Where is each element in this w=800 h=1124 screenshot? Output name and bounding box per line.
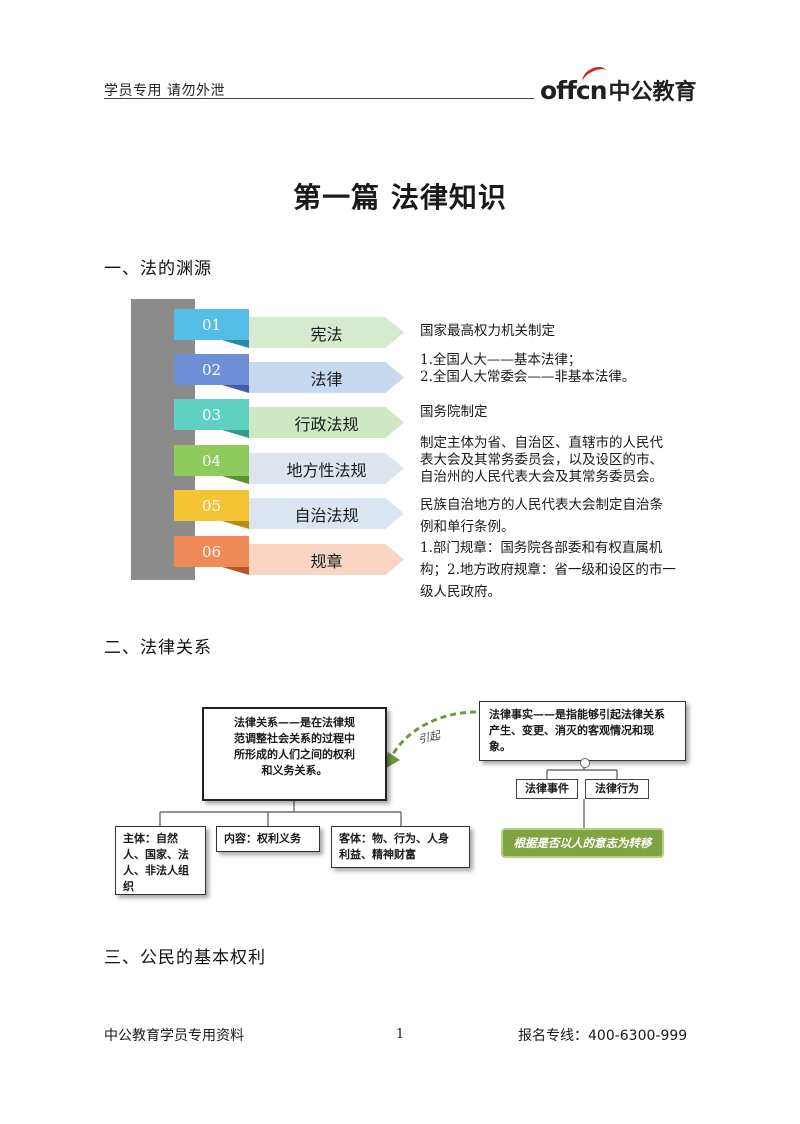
source-number-tab: 02 [174, 354, 249, 385]
section-heading-relations: 二、法律关系 [104, 638, 212, 658]
fact-box-line: 产生、变更、消灭的客观情况和现 [489, 724, 654, 737]
source-description-line: 1.部门规章：国务院各部委和有权直属机 [420, 540, 663, 556]
subject-box: 主体：自然 人、国家、法 人、非法人组 织 [115, 826, 206, 895]
fact-box-line: 法律事实——是指能够引起法律关系 [489, 708, 665, 721]
source-number-tab: 06 [174, 536, 249, 567]
subject-line: 主体：自然 [123, 832, 178, 845]
source-description-line: 2.全国人大常委会——非基本法律。 [420, 369, 636, 385]
source-description: 国务院制定 [420, 404, 488, 421]
source-tab-fold [222, 430, 249, 438]
fact-box-line: 象。 [489, 740, 511, 753]
source-description: 制定主体为省、自治区、直辖市的人民代表大会及其常务委员会，以及设区的市、自治州的… [420, 435, 663, 486]
source-tab-fold [222, 521, 249, 529]
source-type-arrow: 法律 [249, 362, 404, 393]
header-notice: 学员专用 请勿外泄 [104, 83, 225, 99]
source-tab-fold [222, 385, 249, 393]
section-heading-sources: 一、法的渊源 [104, 259, 212, 279]
source-type-arrow: 规章 [249, 544, 404, 575]
main-box-line: 范调整社会关系的过程中 [234, 732, 355, 745]
header-rule [104, 98, 534, 99]
subject-line: 织 [123, 880, 134, 893]
source-number-tab: 04 [174, 445, 249, 476]
source-description-line: 自治州的人民代表大会及其常务委员会。 [420, 469, 663, 485]
sources-diagram-sidebar [131, 299, 195, 580]
source-number-tab: 03 [174, 399, 249, 430]
footer-hotline: 报名专线：400-6300-999 [518, 1028, 688, 1044]
source-tab-fold [222, 476, 249, 484]
subject-line: 人、国家、法 [123, 848, 189, 861]
source-description-line: 表大会及其常务委员会，以及设区的市、 [420, 452, 663, 468]
criterion-banner: 根据是否以人的意志为转移 [503, 830, 662, 856]
object-line: 利益、精神财富 [339, 848, 416, 861]
section-heading-rights: 三、公民的基本权利 [104, 948, 266, 968]
source-type-arrow: 地方性法规 [249, 453, 404, 484]
object-box: 客体：物、行为、人身 利益、精神财富 [331, 826, 470, 868]
main-box-line: 和义务关系。 [261, 764, 328, 777]
source-description-line: 国务院制定 [420, 404, 488, 420]
source-description-line: 制定主体为省、自治区、直辖市的人民代 [420, 435, 663, 451]
legal-fact-definition: 法律事实——是指能够引起法律关系 产生、变更、消灭的客观情况和现 象。 [479, 701, 686, 761]
logo-cjk-text: 中公教育 [608, 80, 697, 105]
source-type-arrow: 自治法规 [249, 498, 404, 529]
legal-relation-definition: 法律关系——是在法律规 范调整社会关系的过程中 所形成的人们之间的权利 和义务关… [202, 707, 387, 801]
content-box: 内容：权利义务 [216, 826, 320, 852]
source-description: 1.部门规章：国务院各部委和有权直属机构；2.地方政府规章：省一级和设区的市一级… [420, 537, 676, 603]
source-description: 民族自治地方的人民代表大会制定自治条例和单行条例。 [420, 494, 663, 538]
page-number: 1 [395, 1027, 405, 1042]
source-description-line: 国家最高权力机关制定 [420, 323, 555, 339]
source-description-line: 1.全国人大——基本法律； [420, 352, 582, 368]
source-number-tab: 05 [174, 490, 249, 521]
source-description: 1.全国人大——基本法律；2.全国人大常委会——非基本法律。 [420, 352, 635, 386]
source-description-line: 构；2.地方政府规章：省一级和设区的市一 [420, 562, 676, 578]
main-box-line: 法律关系——是在法律规 [234, 716, 355, 729]
main-box-line: 所形成的人们之间的权利 [234, 748, 355, 761]
source-type-arrow: 宪法 [249, 317, 404, 348]
source-description-line: 民族自治地方的人民代表大会制定自治条 [420, 497, 663, 513]
source-description: 国家最高权力机关制定 [420, 323, 555, 340]
source-description-line: 例和单行条例。 [420, 519, 515, 535]
page-title: 第一篇 法律知识 [293, 181, 507, 214]
brand-logo: offcn 中公教育 [540, 74, 697, 106]
subject-line: 人、非法人组 [123, 864, 189, 877]
source-description-line: 级人民政府。 [420, 584, 501, 600]
legal-act-box: 法律行为 [585, 779, 649, 799]
connector-node [580, 758, 590, 768]
source-tab-fold [222, 567, 249, 575]
logo-latin-text: offcn [540, 76, 608, 105]
object-line: 客体：物、行为、人身 [339, 832, 449, 845]
footer-source: 中公教育学员专用资料 [104, 1028, 244, 1044]
legal-event-box: 法律事件 [516, 779, 578, 799]
source-type-arrow: 行政法规 [249, 407, 404, 438]
source-number-tab: 01 [174, 309, 249, 340]
source-tab-fold [222, 340, 249, 348]
